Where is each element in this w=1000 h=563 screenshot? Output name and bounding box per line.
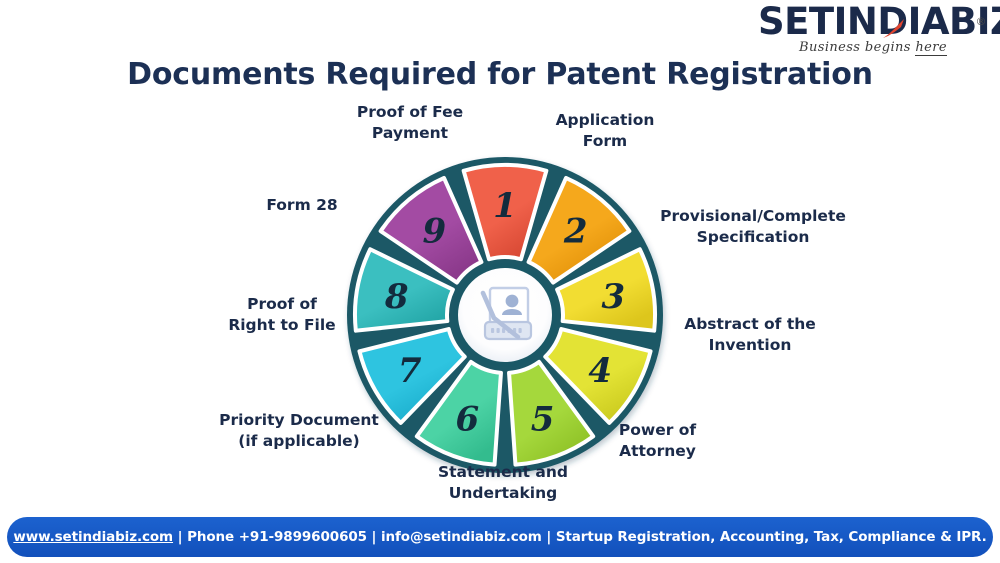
segment-label-6: Priority Document (if applicable) [219, 411, 379, 450]
segment-label-7: Proof of Right to File [228, 295, 336, 334]
segment-label-8: Form 28 [266, 196, 338, 214]
footer-contact-bar: www.setindiabiz.com | Phone +91-98996006… [7, 517, 993, 557]
wheel-segment-8[interactable] [353, 247, 455, 333]
registered-trademark-icon: ® [975, 15, 987, 28]
footer-sep-3: | [541, 529, 556, 545]
wheel-segment-7[interactable] [357, 327, 467, 425]
segment-number-7: 7 [398, 351, 422, 391]
wheel-segment-6[interactable] [414, 359, 503, 467]
segment-label-1: Application Form [555, 111, 655, 150]
segment-number-8: 8 [384, 277, 409, 317]
footer-sep-1: | [173, 529, 188, 545]
footer-email[interactable]: info@setindiabiz.com [380, 529, 542, 545]
wheel-segment-1[interactable] [461, 163, 549, 262]
footer-website-link[interactable]: www.setindiabiz.com [13, 529, 174, 545]
wheel-segment-2[interactable] [526, 175, 632, 285]
segment-number-3: 3 [601, 277, 625, 317]
wheel-segments: 1 23 45 67 89 [353, 163, 657, 467]
segment-number-6: 6 [456, 399, 480, 439]
segment-number-1: 1 [493, 186, 517, 226]
footer-text: www.setindiabiz.com | Phone +91-98996006… [13, 529, 986, 545]
logo-wordmark: SETINDIABIZ ® [758, 2, 1000, 42]
segment-number-2: 2 [563, 212, 588, 252]
segment-label-2: Provisional/Complete Specification [660, 207, 846, 246]
tagline-underlined: here [915, 40, 947, 56]
segment-number-9: 9 [422, 212, 446, 252]
segment-label-3: Abstract of the Invention [684, 315, 816, 354]
logo-tagline: Business begins here [758, 40, 988, 56]
wheel-segment-9[interactable] [378, 175, 484, 285]
wheel-segment-5[interactable] [507, 359, 596, 467]
logo-text: SETINDIABIZ [758, 0, 1000, 43]
footer-sep-2: | [366, 529, 381, 545]
footer-phone: Phone +91-9899600605 [187, 529, 367, 545]
segment-label-5: Statement and Undertaking [437, 463, 569, 502]
segment-label-4: Power of Attorney [618, 421, 697, 460]
segment-number-4: 4 [588, 351, 612, 391]
wheel-segment-4[interactable] [543, 327, 653, 425]
segment-label-9: Proof of Fee Payment [356, 103, 464, 142]
footer-services: Startup Registration, Accounting, Tax, C… [555, 529, 987, 545]
wheel-segment-3[interactable] [555, 247, 657, 333]
segment-number-5: 5 [531, 399, 555, 439]
tagline-pre: Business begins [799, 40, 916, 55]
page-title: Documents Required for Patent Registrati… [127, 57, 873, 92]
brand-logo: SETINDIABIZ ® Business begins here [758, 2, 1000, 60]
patent-document-person-pen-icon [480, 286, 533, 341]
